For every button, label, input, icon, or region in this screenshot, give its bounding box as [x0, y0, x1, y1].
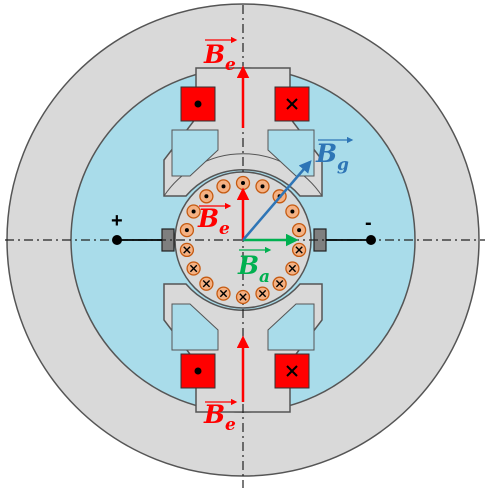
label-be-top: B e [203, 36, 238, 75]
terminal-plus-label: + [111, 210, 123, 232]
be-bottom-sub: e [225, 415, 236, 435]
bg-sub: g [337, 155, 349, 175]
be-mid-sub: e [219, 219, 230, 239]
label-be-mid: B e [197, 202, 232, 239]
cross-icon [239, 293, 247, 301]
terminal-minus-label: - [365, 212, 372, 234]
cross-icon [219, 289, 228, 298]
be-top-sub: e [225, 55, 236, 75]
cross-icon [286, 98, 298, 110]
label-ba: B a [237, 246, 272, 287]
be-bottom-main: B [203, 400, 225, 429]
dot-icon [221, 184, 226, 189]
pole-top-shoe [163, 153, 323, 197]
cross-icon [258, 289, 267, 298]
cross-icon [189, 264, 198, 273]
slot-bottom-left [171, 303, 219, 351]
dot-icon [194, 100, 202, 108]
dot-icon [194, 367, 202, 375]
label-be-bottom: B e [203, 398, 238, 435]
be-top-main: B [203, 40, 225, 69]
dot-icon [260, 184, 265, 189]
terminal-right [366, 235, 376, 245]
label-bg: B g [315, 136, 354, 175]
bg-main: B [315, 139, 337, 168]
slot-top-left [171, 129, 219, 177]
slot-bottom-right [267, 303, 315, 351]
cross-icon [295, 246, 303, 254]
bg-arrow [242, 160, 312, 241]
cross-icon [275, 280, 284, 288]
ba-main: B [237, 251, 259, 280]
armature-conductors [179, 175, 307, 305]
terminal-left [112, 235, 122, 245]
cross-icon [183, 246, 191, 254]
cross-icon [202, 280, 211, 288]
dot-icon [290, 209, 295, 214]
dot-icon [184, 228, 189, 233]
dot-icon [241, 181, 245, 185]
dot-icon [297, 228, 302, 233]
be-mid-main: B [197, 204, 219, 233]
ba-sub: a [259, 267, 270, 287]
cross-icon [288, 264, 297, 273]
dot-icon [204, 194, 209, 199]
dot-icon [191, 209, 196, 214]
cross-icon [286, 365, 298, 377]
